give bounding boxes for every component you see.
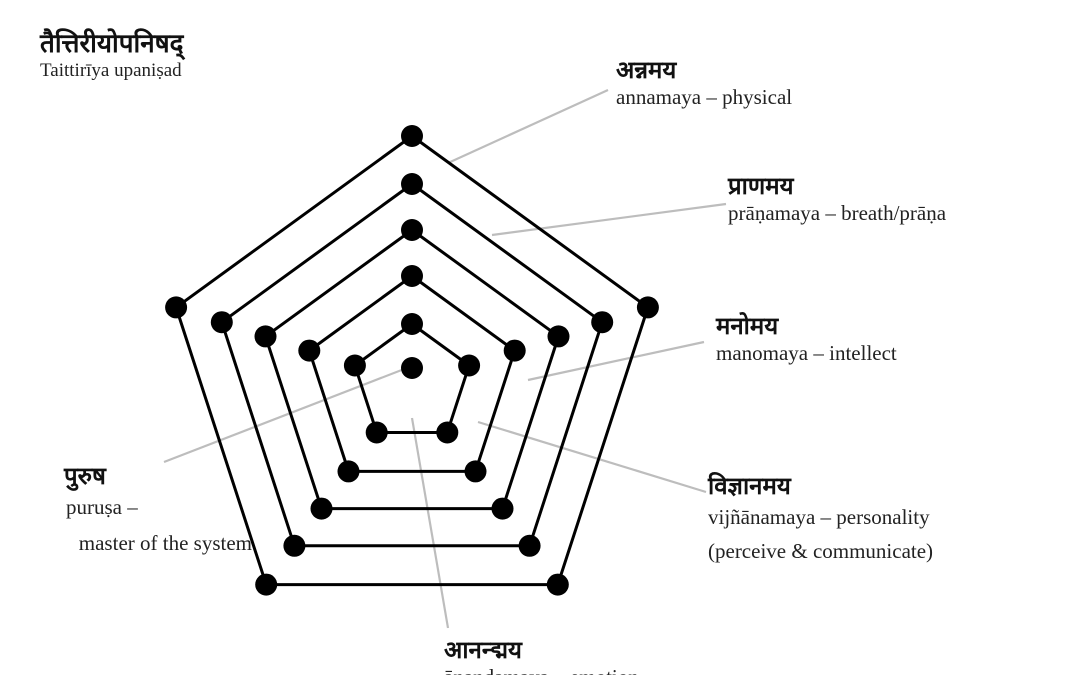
manomaya-roman: manomaya – intellect bbox=[716, 341, 897, 365]
pranamaya-sanskrit: प्राणमय bbox=[728, 172, 794, 200]
node-anandamaya-4 bbox=[343, 354, 366, 377]
leader-vijnanamaya bbox=[477, 420, 707, 494]
node-pranamaya-0 bbox=[401, 173, 423, 195]
annamaya-sanskrit: अन्नमय bbox=[616, 56, 677, 84]
pentagon-rings bbox=[174, 134, 650, 587]
anandamaya-sanskrit: आनन्द्मय bbox=[444, 636, 522, 664]
leader-annamaya bbox=[447, 88, 609, 165]
node-pranamaya-3 bbox=[283, 534, 306, 557]
manomaya-sanskrit: मनोमय bbox=[716, 312, 779, 340]
node-vijnanamaya-2 bbox=[464, 460, 487, 483]
node-manomaya-0 bbox=[401, 219, 423, 241]
purusha-sanskrit: पुरुष bbox=[64, 462, 106, 490]
purusha-roman-2: master of the system bbox=[78, 531, 252, 555]
ring-anandamaya bbox=[353, 322, 471, 434]
purusha-roman: puruṣa – bbox=[66, 495, 138, 519]
label-anandamaya: आनन्द्मय ānandamaya – emotion bbox=[444, 636, 639, 675]
node-vijnanamaya-1 bbox=[503, 339, 526, 362]
label-manomaya: मनोमय manomaya – intellect bbox=[716, 312, 897, 366]
label-pranamaya: प्राणमय prāṇamaya – breath/prāṇa bbox=[728, 172, 946, 226]
node-vijnanamaya-0 bbox=[401, 265, 423, 287]
vijnanamaya-sanskrit: विज्ञानमय bbox=[708, 472, 791, 500]
node-anandamaya-2 bbox=[436, 421, 459, 444]
node-anandamaya-0 bbox=[401, 313, 423, 335]
vijnanamaya-roman: vijñānamaya – personality bbox=[708, 505, 930, 529]
leader-lines bbox=[163, 88, 727, 629]
node-vijnanamaya-4 bbox=[298, 339, 321, 362]
node-manomaya-3 bbox=[310, 497, 333, 520]
node-manomaya-2 bbox=[491, 497, 514, 520]
ring-annamaya bbox=[174, 134, 650, 587]
pranamaya-roman: prāṇamaya – breath/prāṇa bbox=[728, 201, 947, 225]
node-anandamaya-1 bbox=[458, 354, 481, 377]
node-pranamaya-4 bbox=[210, 311, 233, 334]
node-manomaya-1 bbox=[547, 325, 570, 348]
ring-vijnanamaya bbox=[307, 274, 517, 473]
title-block: तैत्तिरीयोपनिषद् Taittirīya upaniṣad bbox=[40, 30, 183, 84]
node-annamaya-4 bbox=[165, 296, 188, 319]
node-vijnanamaya-3 bbox=[337, 460, 360, 483]
node-annamaya-0 bbox=[401, 125, 423, 147]
node-annamaya-3 bbox=[255, 573, 278, 596]
node-pranamaya-2 bbox=[518, 534, 541, 557]
label-purusha: पुरुष puruṣa – bbox=[64, 462, 138, 520]
node-annamaya-2 bbox=[546, 573, 569, 596]
anandamaya-roman: ānandamaya – emotion bbox=[444, 664, 639, 675]
node-annamaya-1 bbox=[636, 296, 659, 319]
vertex-nodes bbox=[165, 125, 659, 596]
leader-anandamaya bbox=[410, 417, 450, 629]
label-annamaya: अन्नमय annamaya – physical bbox=[616, 56, 792, 110]
label-vijnanamaya: विज्ञानमय vijñānamaya – personality (per… bbox=[708, 472, 933, 564]
leader-manomaya bbox=[527, 340, 705, 382]
node-anandamaya-3 bbox=[365, 421, 388, 444]
title-sanskrit: तैत्तिरीयोपनिषद् bbox=[40, 29, 184, 59]
ring-manomaya bbox=[263, 228, 561, 511]
vijnanamaya-roman-2: (perceive & communicate) bbox=[708, 539, 934, 563]
annamaya-roman: annamaya – physical bbox=[616, 85, 793, 109]
ring-pranamaya bbox=[220, 182, 604, 548]
title-roman: Taittirīya upaniṣad bbox=[40, 60, 182, 81]
leader-pranamaya bbox=[491, 202, 727, 237]
node-pranamaya-1 bbox=[591, 311, 614, 334]
leader-purusha bbox=[163, 364, 413, 464]
node-purusha-center bbox=[401, 357, 423, 379]
node-manomaya-4 bbox=[254, 325, 277, 348]
